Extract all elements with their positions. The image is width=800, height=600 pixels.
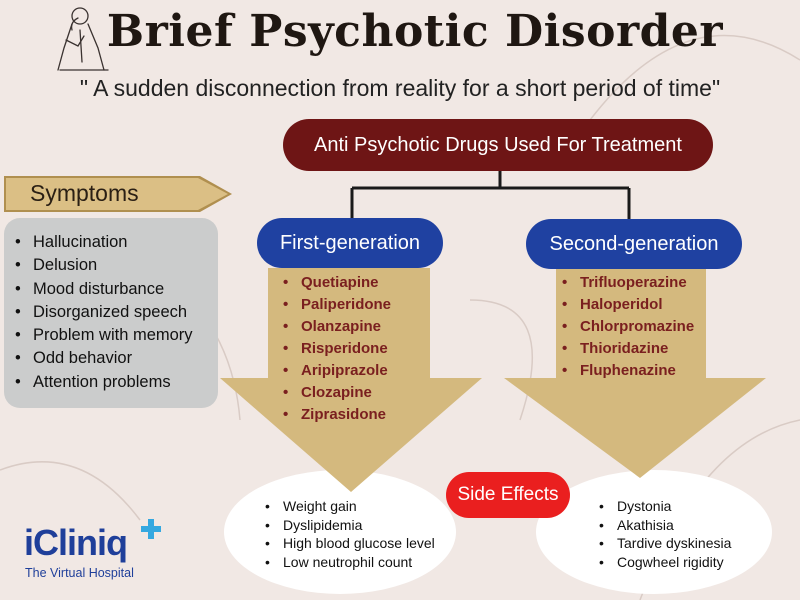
list-item: Fluphenazine (562, 360, 694, 382)
list-item: Weight gain (265, 497, 435, 516)
list-item: Tardive dyskinesia (599, 534, 731, 553)
symptoms-heading: Symptoms (30, 180, 139, 206)
first-generation-side-effects: Weight gain Dyslipidemia High blood gluc… (265, 497, 435, 572)
side-effects-badge: Side Effects (446, 472, 570, 518)
second-generation-side-effects: Dystonia Akathisia Tardive dyskinesia Co… (599, 497, 731, 572)
second-generation-drug-list: Trifluoperazine Haloperidol Chlorpromazi… (562, 272, 694, 382)
list-item: Haloperidol (562, 294, 694, 316)
logo: iCliniq The Virtual Hospital (24, 519, 174, 586)
list-item: Hallucination (15, 231, 193, 255)
list-item: Problem with memory (15, 324, 192, 348)
list-item: Delusion (15, 254, 193, 278)
page-title: Brief Psychotic Disorder (106, 6, 724, 57)
list-item: Chlorpromazine (562, 316, 694, 338)
list-item: Disorganized speech (15, 301, 193, 325)
list-item: Mood disturbance (15, 278, 193, 302)
list-item: Akathisia (599, 516, 731, 535)
list-item: Olanzapine (283, 316, 391, 338)
side-effects-label: Side Effects (457, 484, 559, 505)
treatment-heading: Anti Psychotic Drugs Used For Treatment (283, 119, 713, 171)
plus-icon (141, 519, 161, 539)
list-item: Clozapine (283, 382, 391, 404)
first-generation-label: First-generation (279, 231, 421, 254)
logo-name: iCliniq (24, 522, 128, 563)
first-generation-drug-list: Quetiapine Paliperidone Olanzapine Rispe… (283, 272, 391, 426)
page-subtitle: " A sudden disconnection from reality fo… (79, 75, 721, 101)
second-generation-badge: Second-generation (526, 219, 742, 269)
list-item: High blood glucose level (265, 534, 435, 553)
list-item: Dystonia (599, 497, 731, 516)
list-item: Low neutrophil count (265, 553, 435, 572)
list-item: Paliperidone (283, 294, 391, 316)
list-item: Ziprasidone (283, 404, 391, 426)
list-item: Dyslipidemia (265, 516, 435, 535)
list-item: Aripiprazole (283, 360, 391, 382)
list-item: Thioridazine (562, 338, 694, 360)
list-item: Attention problems (15, 371, 193, 395)
symptoms-list: Hallucination Delusion Mood disturbance … (15, 231, 193, 395)
first-generation-badge: First-generation (257, 218, 443, 268)
second-generation-label: Second-generation (549, 232, 719, 255)
treatment-heading-label: Anti Psychotic Drugs Used For Treatment (314, 133, 682, 156)
list-item: Trifluoperazine (562, 272, 694, 294)
list-item: Risperidone (283, 338, 391, 360)
logo-tagline: The Virtual Hospital (25, 566, 134, 580)
list-item: Quetiapine (283, 272, 391, 294)
list-item: Odd behavior (15, 347, 193, 371)
list-item: Cogwheel rigidity (599, 553, 731, 572)
